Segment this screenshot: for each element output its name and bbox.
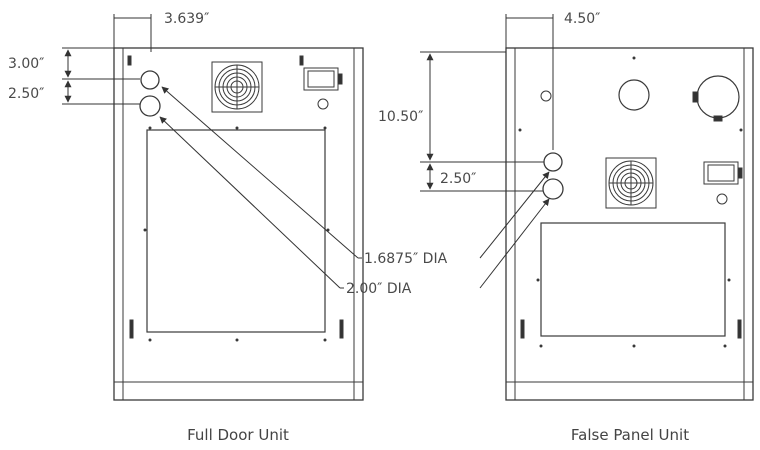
hinge-mark [737,319,742,339]
large-hole [542,178,564,200]
dim-from-top: 3.00″ [8,56,44,72]
fan-icon [605,157,657,209]
leader-large-right [479,198,550,289]
caption-full-door: Full Door Unit [187,426,289,444]
leader-small-right [479,171,550,259]
dim-from-top: 10.50″ [378,109,423,125]
large-hole [139,95,161,117]
full-door-dimensions [62,14,152,105]
round-cutout [618,79,650,111]
outlet-box-icon [703,161,743,205]
callout-large-hole: 2.00″ DIA [346,281,412,297]
false-panel-unit [505,47,754,401]
dim-offset-x: 3.639″ [164,11,209,27]
leader-small-left [161,86,359,259]
dim-spacing: 2.50″ [8,86,44,102]
caption-false-panel: False Panel Unit [571,426,689,444]
dim-offset-x: 4.50″ [564,11,600,27]
hinge-mark [129,319,134,339]
small-hole [543,152,563,172]
dim-spacing: 2.50″ [440,171,476,187]
hinge-mark [520,319,525,339]
window-panel [540,222,726,337]
small-port [540,90,552,102]
latch-mark [299,55,304,66]
cabinet-outline [113,47,364,401]
cabinet-outline [505,47,754,401]
callout-small-hole: 1.6875″ DIA [364,251,448,267]
false-panel-dimensions [420,14,554,192]
junction-box-icon [692,75,740,122]
window-panel [146,129,326,333]
outlet-box-icon [303,67,343,110]
small-hole [140,70,160,90]
leader-large-left [159,116,341,289]
latch-mark [127,55,132,66]
callout-leaders [159,86,550,289]
hinge-mark [339,319,344,339]
full-door-unit [113,47,364,401]
fan-icon [211,61,263,113]
